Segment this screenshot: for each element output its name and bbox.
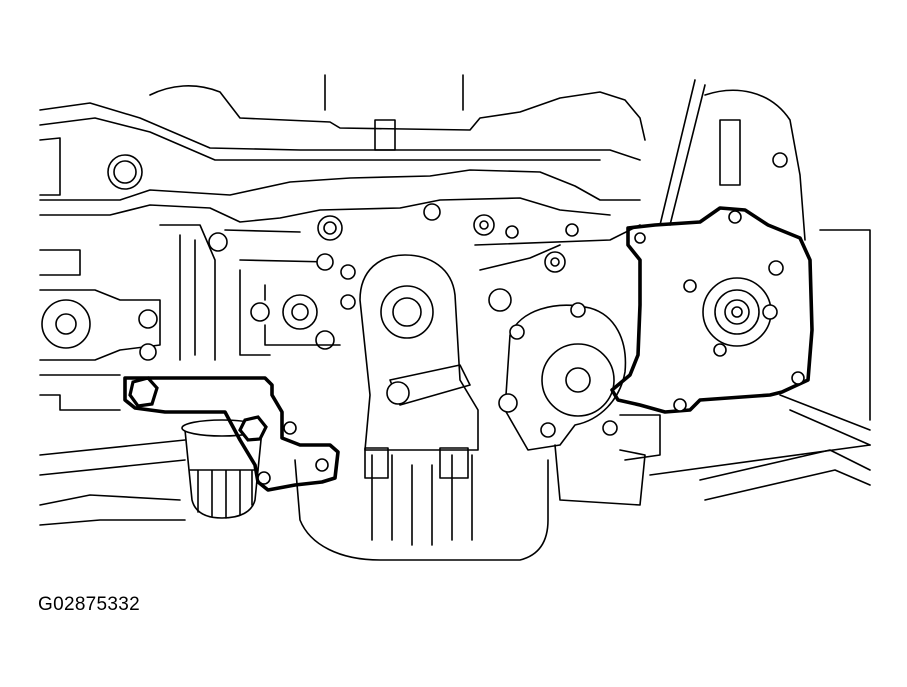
oil-filter-bracket-gasket (123, 376, 340, 492)
front-cover-gasket (610, 206, 814, 414)
oil-pan (294, 447, 549, 561)
left-accessory-area (39, 154, 356, 411)
figure-id-code: G02875332 (38, 594, 141, 615)
central-housing (359, 203, 641, 451)
water-pump (498, 302, 661, 506)
timing-belt-area (659, 79, 806, 241)
crossmember-lines (39, 229, 871, 526)
upper-engine-block (39, 74, 646, 223)
